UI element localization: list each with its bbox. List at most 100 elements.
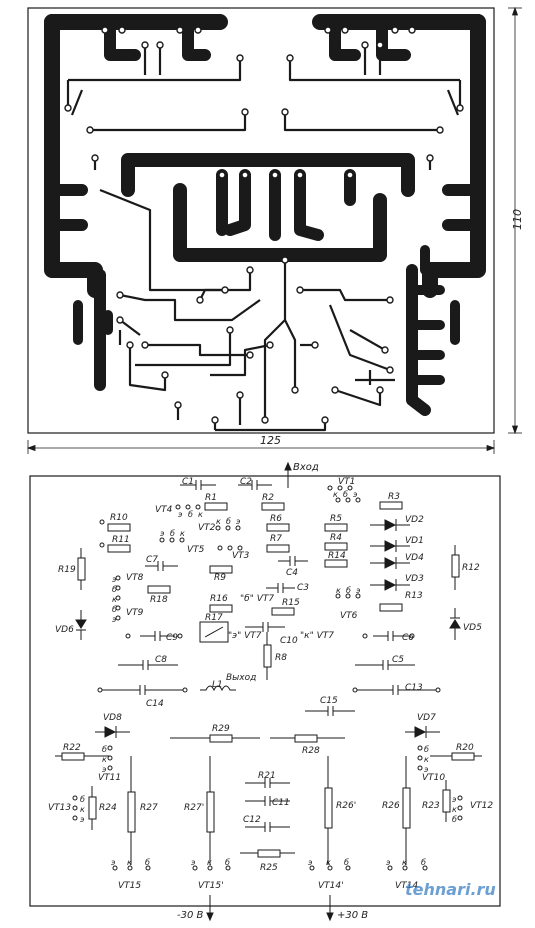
label-r5: R5: [330, 514, 342, 524]
label-r3: R3: [388, 492, 400, 502]
svg-text:э: э: [111, 858, 115, 867]
label-r4: R4: [330, 533, 342, 543]
component-symbols: [55, 480, 482, 865]
label-vd3: VD3: [405, 574, 424, 584]
label-c1: C1: [182, 477, 194, 487]
svg-text:к: к: [198, 510, 203, 519]
label-c14: C14: [146, 699, 164, 709]
svg-text:э: э: [308, 858, 312, 867]
svg-text:э: э: [160, 529, 164, 538]
negative-supply-label: -30 В: [177, 910, 204, 921]
signal-tracks: [66, 45, 462, 432]
svg-text:б: б: [421, 858, 426, 867]
label-c6: C6: [402, 633, 414, 643]
pin-dots: [72, 485, 463, 871]
label-r13: R13: [405, 591, 423, 601]
svg-text:б: б: [424, 745, 429, 754]
label-c13: C13: [405, 683, 423, 693]
svg-text:э: э: [353, 490, 357, 499]
svg-text:э: э: [191, 858, 195, 867]
label-r17: R17: [205, 613, 223, 623]
label-r1: R1: [205, 493, 217, 503]
svg-text:э: э: [356, 586, 360, 595]
label-vt1: VT1: [338, 477, 355, 487]
label-r19: R19: [58, 565, 76, 575]
input-label: Вход: [293, 462, 319, 473]
label-r26: R26: [382, 801, 400, 811]
label-c9: C9: [166, 633, 178, 643]
svg-text:э: э: [102, 765, 106, 774]
svg-text:б: б: [170, 529, 175, 538]
svg-text:к: к: [424, 755, 429, 764]
label-r18: R18: [150, 595, 168, 605]
label-r10: R10: [110, 513, 128, 523]
svg-text:э: э: [178, 510, 182, 519]
svg-text:к: к: [333, 490, 338, 499]
svg-text:к: к: [452, 805, 457, 814]
svg-text:к: к: [80, 805, 85, 814]
label-r27-prime: R27': [184, 803, 204, 813]
label-vt12: VT12: [470, 801, 493, 811]
positive-supply-label: +30 В: [337, 910, 368, 921]
label-c2: C2: [240, 477, 252, 487]
label-vt7-k: "к" VT7: [300, 631, 334, 641]
diode-symbols: [75, 519, 461, 738]
pcb-outline: [27, 7, 495, 434]
svg-text:б: б: [452, 815, 457, 824]
label-r11: R11: [112, 535, 130, 545]
label-c5: C5: [392, 655, 404, 665]
label-vt10: VT10: [422, 773, 445, 783]
label-vd7: VD7: [417, 713, 436, 723]
label-vt14: VT14: [395, 881, 418, 891]
svg-text:э: э: [424, 765, 428, 774]
svg-text:б: б: [343, 490, 348, 499]
label-r6: R6: [270, 514, 282, 524]
label-c4: C4: [286, 568, 298, 578]
terminal-arrows: [206, 461, 334, 922]
dimension-lines: [26, 6, 522, 454]
power-tracks: [44, 14, 486, 416]
width-dimension-label: 125: [260, 434, 281, 447]
svg-text:б: б: [145, 858, 150, 867]
svg-text:к: к: [207, 858, 212, 867]
label-c12: C12: [243, 815, 261, 825]
label-r2: R2: [262, 493, 274, 503]
label-vt7-b: "б" VT7: [240, 594, 274, 604]
label-c7: C7: [146, 555, 158, 565]
label-vt9: VT9: [126, 608, 144, 618]
label-vd8: VD8: [103, 713, 122, 723]
label-output: Выход: [226, 673, 256, 683]
svg-text:к: к: [336, 586, 341, 595]
label-c11: C11: [272, 798, 290, 808]
svg-text:к: к: [402, 858, 407, 867]
label-vt15: VT15: [118, 881, 141, 891]
svg-text:э: э: [236, 517, 240, 526]
label-r29: R29: [212, 724, 230, 734]
label-vt3: VT3: [232, 551, 250, 561]
label-vt5: VT5: [187, 545, 205, 555]
watermark-text: tehnari.ru: [405, 880, 496, 899]
svg-text:к: к: [326, 858, 331, 867]
layout-outline: [29, 475, 501, 907]
svg-text:б: б: [112, 585, 117, 594]
label-r12: R12: [462, 563, 480, 573]
label-r9: R9: [214, 573, 226, 583]
label-vt6: VT6: [340, 611, 358, 621]
svg-text:б: б: [102, 745, 107, 754]
label-r26-prime: R26': [336, 801, 356, 811]
label-r20: R20: [456, 743, 474, 753]
svg-text:э: э: [80, 815, 84, 824]
label-r21: R21: [258, 771, 276, 781]
label-vt14-prime: VT14': [318, 881, 344, 891]
component-labels: C1 C2 R1 R2 VT4 VT1 R3 R10 R6 R5 VD2 VT2…: [48, 477, 493, 891]
svg-text:э: э: [452, 795, 456, 804]
svg-text:б: б: [346, 586, 351, 595]
svg-text:к: к: [127, 858, 132, 867]
label-r15: R15: [282, 598, 300, 608]
label-l1: L1: [212, 680, 223, 690]
label-r16: R16: [210, 594, 228, 604]
svg-text:б: б: [112, 605, 117, 614]
label-vd6: VD6: [55, 625, 74, 635]
